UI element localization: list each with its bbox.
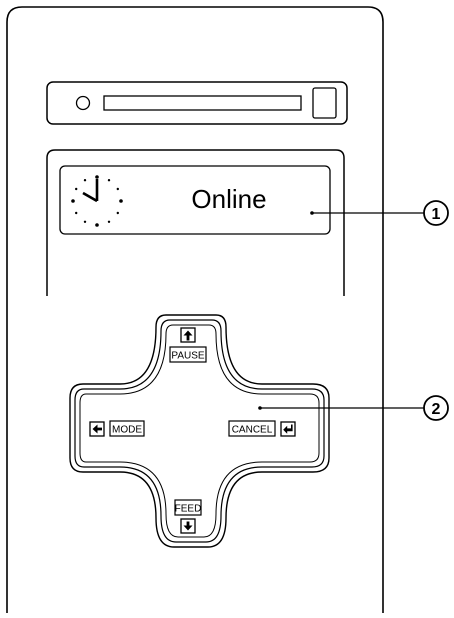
arrow-down-glyph bbox=[183, 521, 193, 531]
cancel-label: CANCEL bbox=[232, 425, 273, 436]
arrow-up-glyph bbox=[183, 330, 193, 341]
keypad-outline bbox=[69, 314, 330, 548]
pause-label: PAUSE bbox=[171, 351, 204, 362]
pause-key[interactable]: PAUSE bbox=[169, 327, 207, 363]
slot-button[interactable] bbox=[312, 87, 337, 119]
card-slot-frame bbox=[46, 81, 348, 125]
callout-number: 2 bbox=[432, 401, 441, 418]
feed-key[interactable]: FEED bbox=[174, 499, 202, 534]
callout-badge bbox=[423, 395, 449, 421]
enter-glyph bbox=[283, 424, 293, 434]
display-assembly: Online bbox=[46, 149, 345, 296]
card-slot bbox=[103, 95, 302, 111]
mode-label: MODE bbox=[112, 425, 142, 436]
feed-label: FEED bbox=[175, 504, 202, 515]
keypad-outline bbox=[79, 324, 320, 538]
mode-key[interactable]: MODE bbox=[89, 420, 145, 437]
cancel-key[interactable]: CANCEL bbox=[228, 420, 296, 437]
clock-icon bbox=[71, 175, 123, 227]
navigation-keypad: PAUSE MODE CANCEL FEED bbox=[69, 314, 330, 548]
display-status-text: Online bbox=[191, 184, 266, 214]
callout-1: 1 bbox=[310, 200, 449, 226]
mode-label-box bbox=[109, 420, 145, 437]
clock-hand bbox=[82, 191, 98, 203]
keypad-outline bbox=[74, 319, 325, 543]
callout-number: 1 bbox=[432, 206, 441, 223]
cancel-label-box bbox=[228, 420, 276, 437]
feed-label-box bbox=[174, 499, 202, 516]
display-bezel bbox=[46, 149, 345, 296]
panel-housing bbox=[6, 6, 384, 613]
pause-label-box bbox=[169, 346, 207, 363]
arrow-left-glyph bbox=[92, 424, 102, 434]
card-slot-assembly bbox=[46, 81, 348, 125]
led-indicator bbox=[75, 95, 91, 111]
callout-badge bbox=[423, 200, 449, 226]
callout-2: 2 bbox=[258, 395, 449, 421]
display-screen bbox=[59, 165, 331, 235]
